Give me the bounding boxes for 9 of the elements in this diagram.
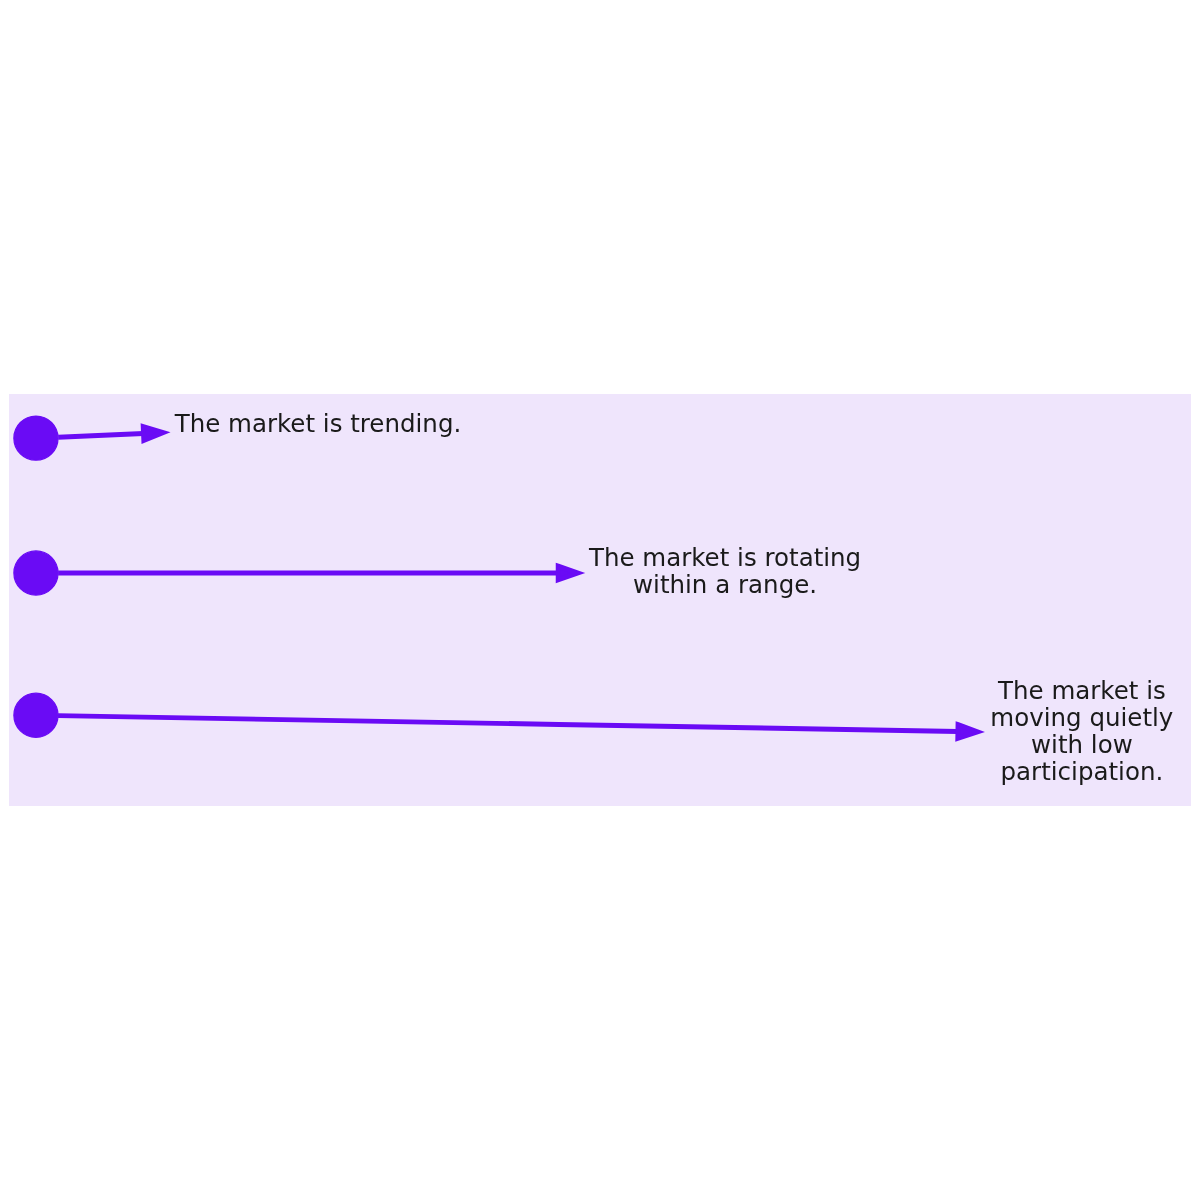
arrow bbox=[57, 713, 985, 742]
arrow bbox=[58, 562, 586, 584]
node-circle bbox=[13, 550, 59, 596]
node-text: The market is rotating within a range. bbox=[588, 542, 862, 599]
node-circle bbox=[13, 415, 59, 461]
arrow bbox=[58, 423, 171, 444]
node-text: The market is trending. bbox=[174, 409, 462, 439]
node-circle bbox=[13, 692, 59, 738]
node-text: The market is moving quietly with low participation. bbox=[990, 676, 1174, 787]
